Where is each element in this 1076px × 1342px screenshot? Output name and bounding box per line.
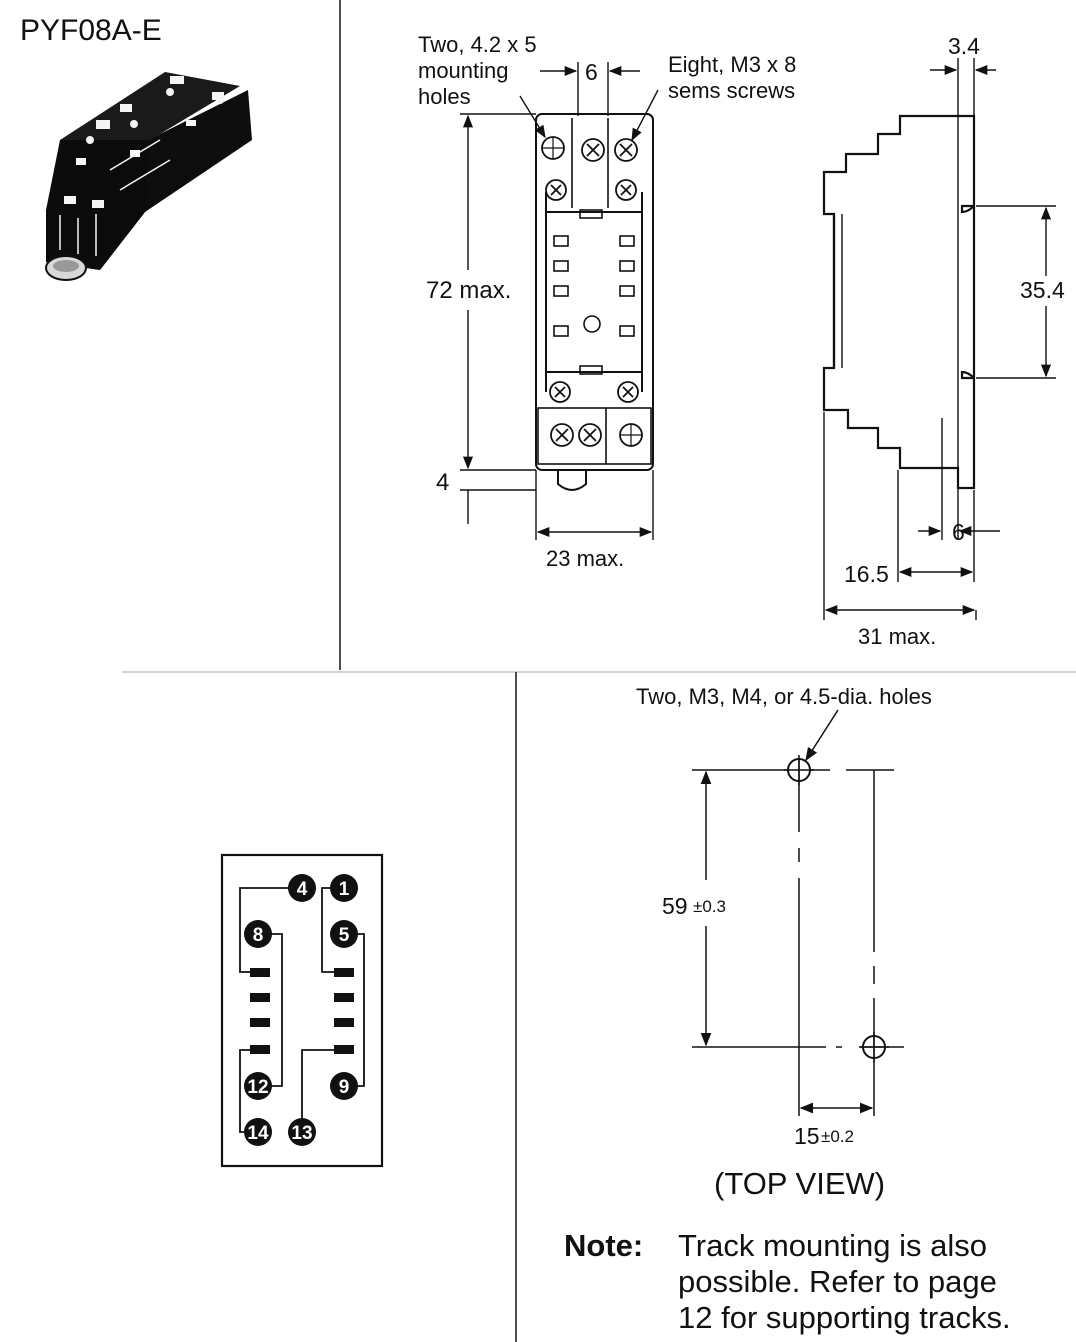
svg-text:12: 12: [247, 1077, 268, 1098]
svg-text:holes: holes: [418, 84, 471, 109]
dim-15-label: 15 ±0.2: [794, 1123, 854, 1149]
dim-59-label: 59 ±0.3: [662, 893, 726, 919]
top-view-label: (TOP VIEW): [714, 1166, 885, 1201]
svg-text:13: 13: [291, 1123, 312, 1144]
svg-text:Two, 4.2 x 5: Two, 4.2 x 5: [418, 32, 537, 57]
svg-text:mounting: mounting: [418, 58, 509, 83]
dim-16-5-label: 16.5: [844, 561, 889, 587]
svg-text:sems screws: sems screws: [668, 78, 795, 103]
svg-text:±0.2: ±0.2: [821, 1127, 854, 1146]
note-line: possible. Refer to page: [678, 1264, 997, 1299]
mounting-holes-callout: Two, 4.2 x 5 mounting holes: [418, 32, 537, 109]
dim-width-label: 23 max.: [546, 546, 624, 571]
model-title: PYF08A-E: [20, 14, 162, 47]
note-label: Note:: [564, 1228, 643, 1263]
relay-socket-image: [45, 72, 252, 281]
svg-text:15: 15: [794, 1123, 820, 1149]
panel-dividers: [122, 0, 1076, 1342]
svg-text:±0.3: ±0.3: [693, 897, 726, 916]
svg-text:4: 4: [297, 879, 308, 900]
side-view: [822, 114, 976, 490]
terminal-pin: 8: [244, 920, 272, 948]
dim-height-label: 72 max.: [426, 277, 511, 304]
svg-text:Eight, M3 x 8: Eight, M3 x 8: [668, 52, 796, 77]
terminal-pin: 1: [330, 874, 358, 902]
svg-text:1: 1: [339, 879, 350, 900]
svg-text:59: 59: [662, 893, 688, 919]
screws-callout: Eight, M3 x 8 sems screws: [668, 52, 796, 103]
side-view-dimensions: [823, 58, 1056, 620]
svg-text:8: 8: [253, 925, 264, 946]
svg-text:14: 14: [247, 1123, 269, 1144]
svg-text:5: 5: [339, 925, 350, 946]
terminal-pin: 13: [288, 1118, 316, 1146]
dim-3-4-label: 3.4: [948, 33, 980, 59]
front-view-dimensions: [460, 62, 659, 540]
terminal-arrangement: 4 1 8 5 12 9 14 13: [220, 853, 384, 1168]
terminal-pin: 12: [244, 1072, 272, 1100]
svg-text:9: 9: [339, 1077, 350, 1098]
holes-label: Two, M3, M4, or 4.5-dia. holes: [636, 684, 932, 709]
mounting-hole-layout: [692, 709, 904, 1116]
dim-35-4-label: 35.4: [1020, 277, 1065, 303]
dim-6-side-label: 6: [952, 519, 965, 545]
dim-depth-label: 31 max.: [858, 624, 936, 649]
front-view: [535, 113, 654, 491]
terminal-pin: 5: [330, 920, 358, 948]
dim-6-front: 6: [585, 59, 598, 85]
note-line: Track mounting is also: [678, 1228, 987, 1263]
terminal-pin: 9: [330, 1072, 358, 1100]
terminal-pin: 4: [288, 874, 316, 902]
dim-4-label: 4: [436, 469, 449, 496]
terminal-pin: 14: [244, 1118, 272, 1146]
note-line: 12 for supporting tracks.: [678, 1300, 1011, 1335]
